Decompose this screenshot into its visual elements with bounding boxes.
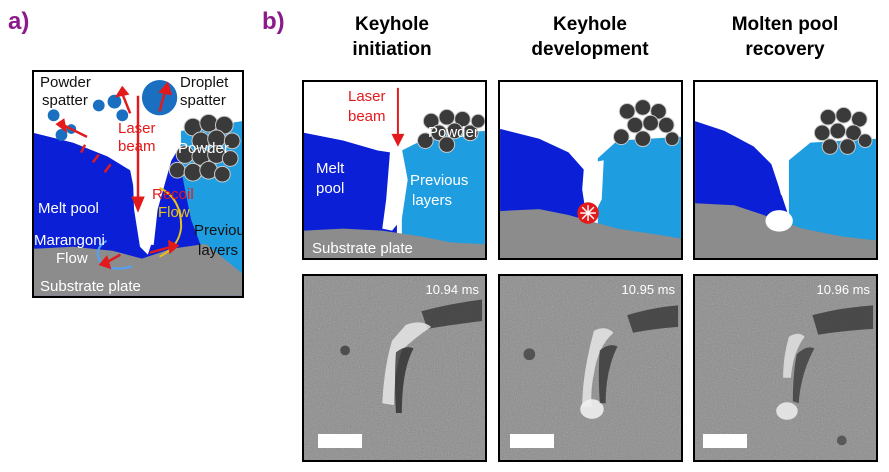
powder-particles-b2 [612, 99, 680, 148]
time-label-1: 10.94 ms [425, 282, 479, 297]
substrate-region [34, 243, 242, 296]
label-recoil-1: Recoil [152, 186, 194, 203]
label-marangoni-2: Flow [56, 250, 88, 267]
xray-image-1: 10.94 ms [302, 274, 487, 462]
schematic-b2 [498, 80, 683, 260]
label-laser-2: beam [118, 138, 156, 155]
schematic-b3-drawing [695, 106, 876, 258]
schematic-b3 [693, 80, 878, 260]
xray-image-2-drawing [500, 276, 681, 460]
label-recoil-2: Flow [158, 204, 190, 221]
powder-particles-b3 [813, 106, 873, 155]
label-substrate: Substrate plate [40, 278, 141, 295]
marangoni-flow-arc [96, 240, 133, 270]
label-powder: Powder [178, 140, 229, 157]
label-marangoni-1: Marangoni [34, 232, 105, 249]
scale-bar-3 [703, 434, 747, 448]
xray-image-1-drawing [304, 276, 485, 460]
column-title-3: Molten pool recovery [731, 14, 839, 60]
time-label-2: 10.95 ms [621, 282, 675, 297]
panel-b-label: b) [262, 8, 285, 35]
schematic-a-drawing [34, 80, 242, 296]
flow-arrows [55, 81, 180, 270]
burst-icon [580, 205, 596, 221]
powder-particles [168, 113, 241, 183]
label-powder-spatter-2: spatter [42, 92, 88, 109]
time-label-3: 10.96 ms [816, 282, 870, 297]
column-title-1: Keyhole initiation [352, 14, 432, 60]
xray-image-2: 10.95 ms [498, 274, 683, 462]
panel-a-label: a) [8, 8, 30, 35]
label-droplet-spatter-2: spatter [180, 92, 226, 109]
scale-bar-1 [318, 434, 362, 448]
label-powder-spatter-1: Powder [40, 74, 91, 91]
label-previous-2: layers [198, 242, 239, 259]
schematic-a: Powder spatter Droplet spatter Laser bea… [32, 70, 244, 298]
schematic-b1-drawing [304, 87, 485, 258]
label-droplet-spatter-1: Droplet [180, 74, 229, 91]
schematic-b1: Laser beam Powder Melt pool Previous lay… [302, 80, 487, 260]
label-previous-1: Previous [194, 222, 242, 239]
label-laser-1: Laser [118, 120, 156, 137]
laser-arrow-b1 [391, 87, 405, 147]
pore [765, 210, 793, 232]
b1-label-substrate: Substrate plate [312, 240, 413, 257]
scale-bar-2 [510, 434, 554, 448]
b1-label-previous-2: layers [412, 192, 453, 209]
b1-label-melt-2: pool [316, 180, 345, 197]
b1-label-melt-1: Melt [316, 160, 345, 177]
xray-image-3: 10.96 ms [693, 274, 878, 462]
b1-label-previous-1: Previous [410, 172, 469, 189]
label-melt-pool: Melt pool [38, 200, 99, 217]
schematic-b2-drawing [500, 99, 681, 258]
b1-label-laser-2: beam [348, 108, 386, 125]
b1-label-laser-1: Laser [348, 88, 386, 105]
xray-image-3-drawing [695, 276, 876, 460]
powder-particles-b1 [416, 108, 485, 153]
b1-label-powder: Powder [428, 124, 479, 141]
column-title-2: Keyhole development [531, 14, 649, 60]
